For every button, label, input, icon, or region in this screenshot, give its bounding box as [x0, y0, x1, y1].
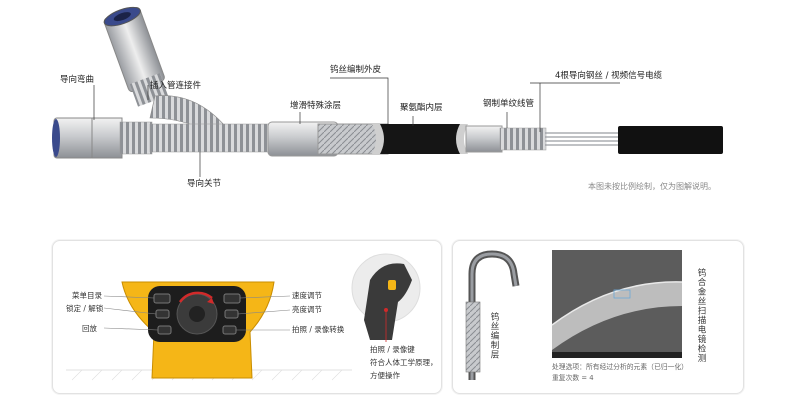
- label-playback: 回放: [82, 324, 97, 334]
- brightness-button: [225, 310, 238, 318]
- polyurethane-layer: [466, 126, 502, 152]
- label-guide-wire-cable: 4根导向钢丝 / 视频信号电缆: [555, 72, 662, 81]
- grip-caption-3: 方便操作: [370, 371, 400, 381]
- disclaimer-note: 本图未按比例绘制，仅为图解说明。: [588, 181, 716, 192]
- label-braid-layer-vertical: 钨丝编制层: [488, 312, 500, 360]
- label-lock-unlock: 锁定 / 解锁: [66, 304, 103, 314]
- lock-button: [156, 310, 169, 318]
- label-lubricant-coating: 增滑特殊涂层: [290, 102, 341, 111]
- label-polyurethane-inner: 聚氨酯内层: [400, 104, 443, 113]
- grip-caption-1: 拍照 / 录像键: [370, 345, 415, 355]
- label-guide-bend: 导向弯曲: [60, 76, 94, 85]
- handle-illustration: [52, 240, 440, 392]
- menu-button: [154, 294, 170, 303]
- mode-button: [223, 326, 236, 334]
- playback-button: [158, 326, 171, 334]
- guide-wires: [545, 133, 620, 145]
- label-speed: 速度调节: [292, 291, 322, 301]
- grip-caption-2: 符合人体工学原理，: [370, 358, 438, 368]
- steel-spiral-tube: [500, 128, 546, 150]
- sem-caption-1: 处理选项：所有经过分析的元素（已归一化）: [552, 363, 688, 372]
- label-steel-spiral-tube: 钢制单纹线管: [483, 100, 534, 109]
- label-menu: 菜单目录: [72, 291, 102, 301]
- video-cable: [618, 126, 723, 154]
- label-brightness: 亮度调节: [292, 305, 322, 315]
- tilted-camera-head: [102, 4, 171, 108]
- label-photo-video-switch: 拍照 / 录像转换: [292, 325, 344, 335]
- label-sem-test-vertical: 钨合金丝扫描电镜检测: [695, 268, 707, 363]
- label-guide-joint: 导向关节: [187, 180, 221, 189]
- speed-button: [224, 294, 240, 303]
- label-steel-wire-outer: 钨丝编制外皮: [330, 66, 381, 75]
- label-insert-connector: 插入管连接件: [150, 82, 201, 91]
- sem-caption-2: 重复次数 = 4: [552, 374, 594, 383]
